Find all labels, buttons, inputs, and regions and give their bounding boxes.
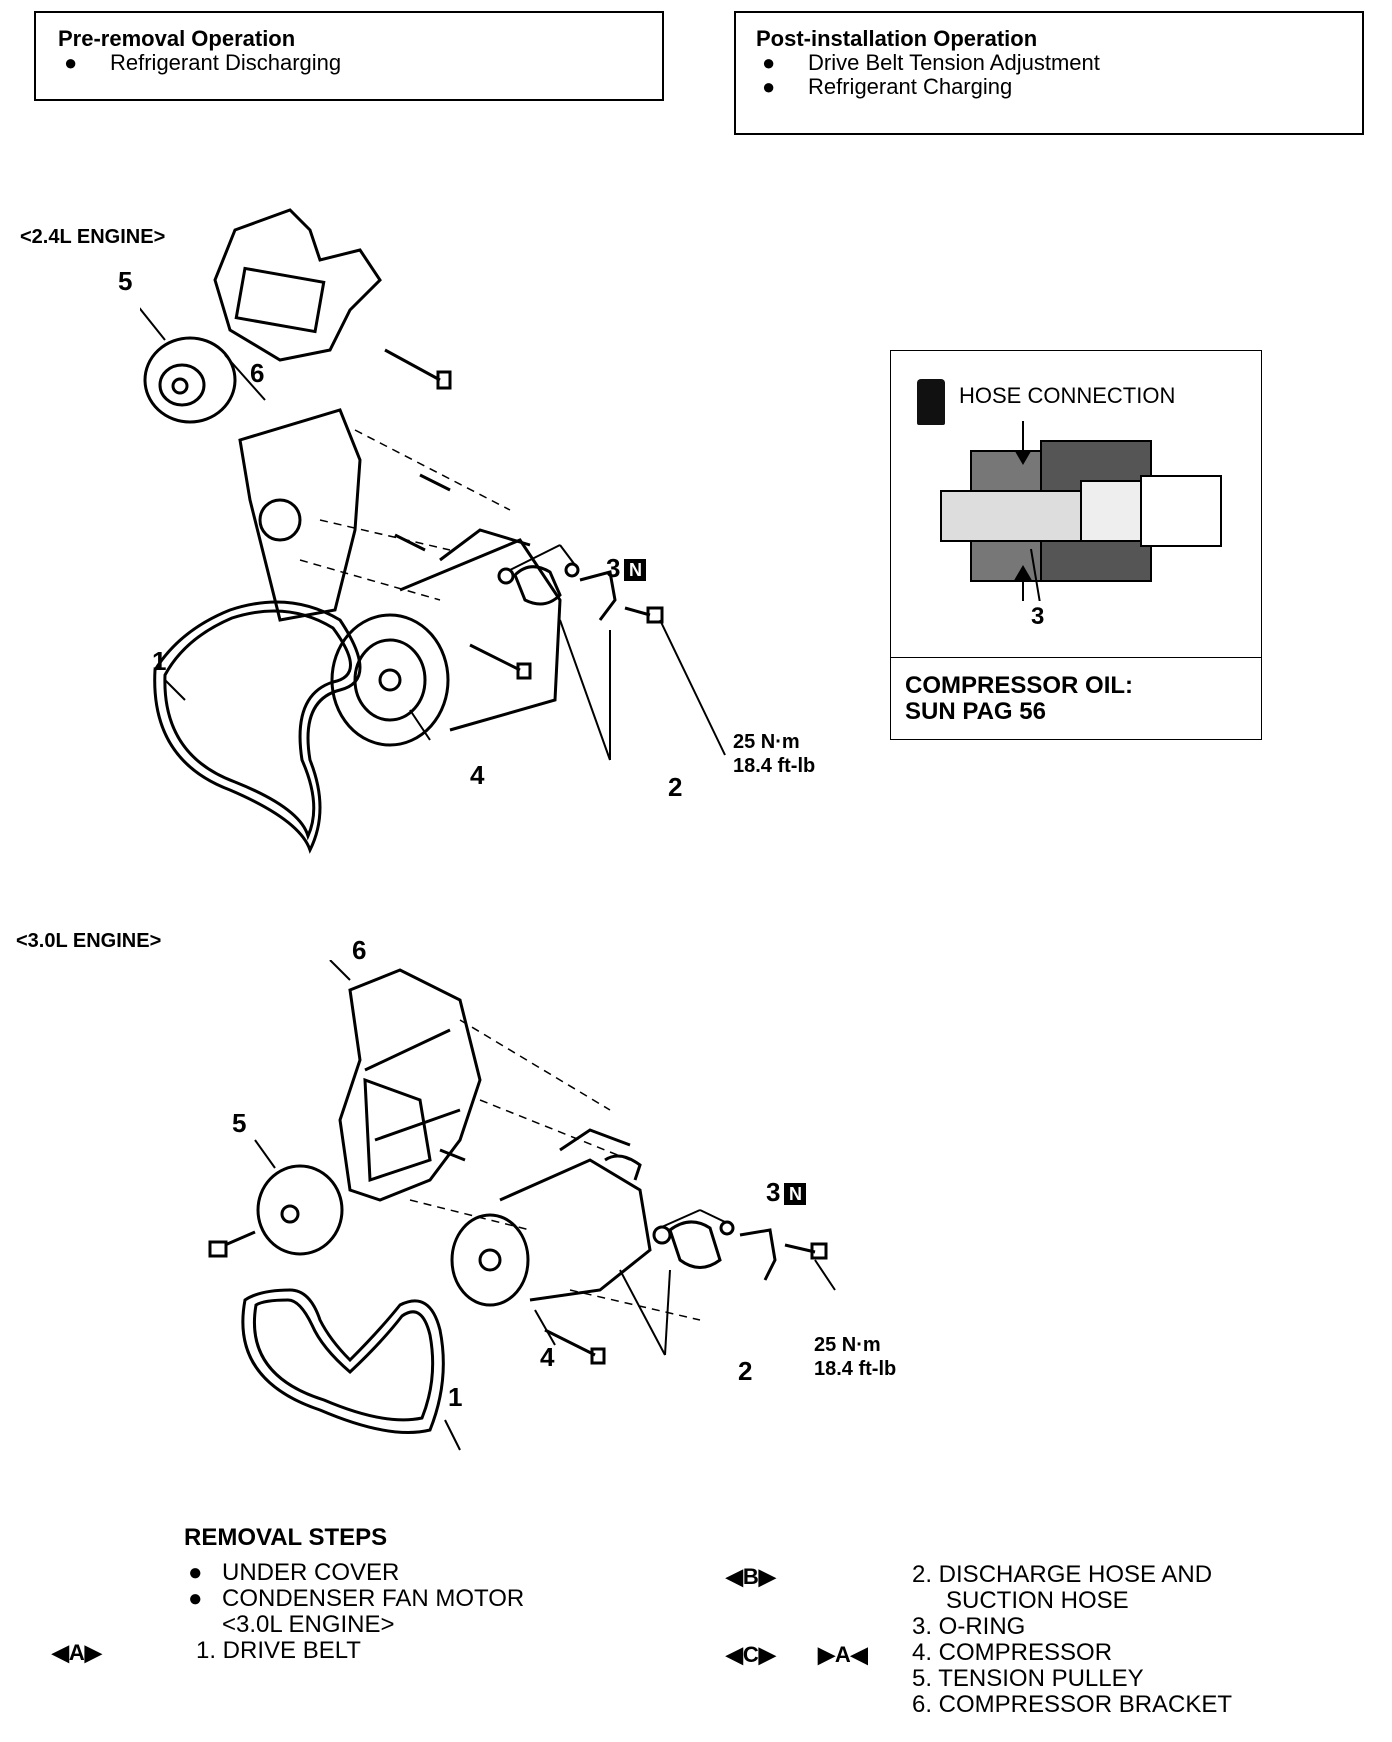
- pre-removal-box: Pre-removal Operation ●Refrigerant Disch…: [34, 11, 664, 101]
- engine-24-diagram: [140, 208, 726, 854]
- service-mark-a-install: ▶A◀: [818, 1642, 868, 1667]
- torque-spec: 25 N·m 18.4 ft-lb: [733, 730, 815, 778]
- callout-4: 4: [540, 1342, 555, 1372]
- torque-nm: 25 N·m: [814, 1334, 881, 1356]
- removal-step-5: 5. TENSION PULLEY: [912, 1665, 1144, 1692]
- removal-step-4: 4. COMPRESSOR: [912, 1639, 1113, 1666]
- torque-ftlb: 18.4 ft-lb: [733, 755, 816, 777]
- service-mark-c: ◀C▶: [726, 1642, 776, 1667]
- new-part-badge: N: [624, 559, 647, 582]
- post-installation-item: ●Drive Belt Tension Adjustment: [762, 50, 1100, 75]
- removal-steps-title: REMOVAL STEPS: [184, 1524, 388, 1551]
- removal-step-6: 6. COMPRESSOR BRACKET: [912, 1691, 1233, 1718]
- oil-bottle-icon: [917, 379, 945, 425]
- callout-2: 2: [738, 1356, 753, 1386]
- hose-connection-diagram: [940, 421, 1222, 601]
- new-part-badge: N: [784, 1183, 807, 1206]
- callout-4: 4: [470, 760, 485, 790]
- removal-step-3: 3. O-RING: [912, 1613, 1026, 1640]
- pre-removal-item: ●Refrigerant Discharging: [64, 50, 342, 75]
- callout-1: 1: [152, 646, 167, 676]
- callout-1: 1: [448, 1382, 463, 1412]
- removal-bullet-sub: <3.0L ENGINE>: [222, 1611, 395, 1638]
- removal-step-1: 1. DRIVE BELT: [196, 1637, 361, 1664]
- hose-connection-title: HOSE CONNECTION: [959, 383, 1176, 408]
- compressor-oil-spec: COMPRESSOR OIL: SUN PAG 56: [905, 673, 1133, 725]
- compressor-oil-label: COMPRESSOR OIL:: [905, 672, 1134, 699]
- removal-step-2: 2. DISCHARGE HOSE AND: [912, 1561, 1213, 1588]
- torque-spec: 25 N·m 18.4 ft-lb: [814, 1333, 896, 1381]
- service-mark-a: ◀A▶: [52, 1640, 102, 1665]
- hose-panel-divider: [891, 657, 1261, 658]
- removal-right-list: 2. DISCHARGE HOSE AND SUCTION HOSE 3. O-…: [912, 1562, 1232, 1718]
- pre-removal-title: Pre-removal Operation: [58, 26, 296, 51]
- removal-left-list: ●UNDER COVER ●CONDENSER FAN MOTOR <3.0L …: [184, 1560, 524, 1664]
- callout-5: 5: [118, 266, 133, 296]
- hose-connection-panel: HOSE CONNECTION 3 COMPRESSOR OIL: SUN PA…: [890, 350, 1262, 740]
- callout-2: 2: [668, 772, 683, 802]
- post-installation-box: Post-installation Operation ●Drive Belt …: [734, 11, 1364, 135]
- compressor-oil-value: SUN PAG 56: [905, 698, 1046, 725]
- callout-5: 5: [232, 1108, 247, 1138]
- post-installation-title: Post-installation Operation: [756, 26, 1038, 51]
- engine-24-label: <2.4L ENGINE>: [20, 226, 166, 248]
- torque-nm: 25 N·m: [733, 731, 800, 753]
- torque-ftlb: 18.4 ft-lb: [814, 1358, 897, 1380]
- post-installation-item: ●Refrigerant Charging: [762, 74, 1013, 99]
- engine-30-label: <3.0L ENGINE>: [16, 930, 162, 952]
- removal-bullet: ●UNDER COVER: [188, 1559, 400, 1586]
- engine-30-diagram: [208, 960, 836, 1451]
- callout-6: 6: [250, 358, 265, 388]
- callout-6: 6: [352, 935, 367, 965]
- removal-step-2-cont: SUCTION HOSE: [946, 1587, 1129, 1614]
- hose-callout-3: 3: [1031, 603, 1045, 630]
- service-mark-b: ◀B▶: [726, 1564, 776, 1589]
- removal-bullet: ●CONDENSER FAN MOTOR: [188, 1585, 525, 1612]
